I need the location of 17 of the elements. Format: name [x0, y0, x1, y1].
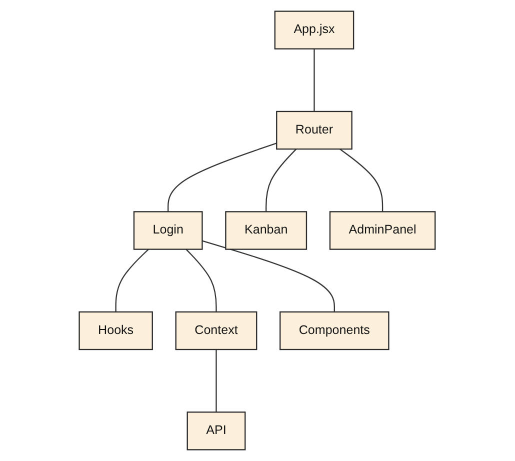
connector: [340, 148, 384, 212]
connector: [202, 240, 336, 312]
node-box: AdminPanel: [330, 211, 436, 250]
node-box: Hooks: [79, 311, 154, 350]
connector: [216, 350, 218, 412]
connector: [266, 148, 297, 212]
connector: [116, 248, 150, 312]
connector: [168, 142, 278, 212]
node-box: Kanban: [225, 211, 308, 250]
node-box: Context: [176, 311, 258, 350]
node-box: App.jsx: [274, 10, 354, 50]
node-box: API: [187, 412, 246, 450]
connector: [314, 48, 316, 112]
node-box: Components: [280, 311, 390, 350]
connector: [186, 248, 218, 312]
node-box: Login: [134, 211, 204, 250]
node-box: Router: [276, 110, 353, 150]
